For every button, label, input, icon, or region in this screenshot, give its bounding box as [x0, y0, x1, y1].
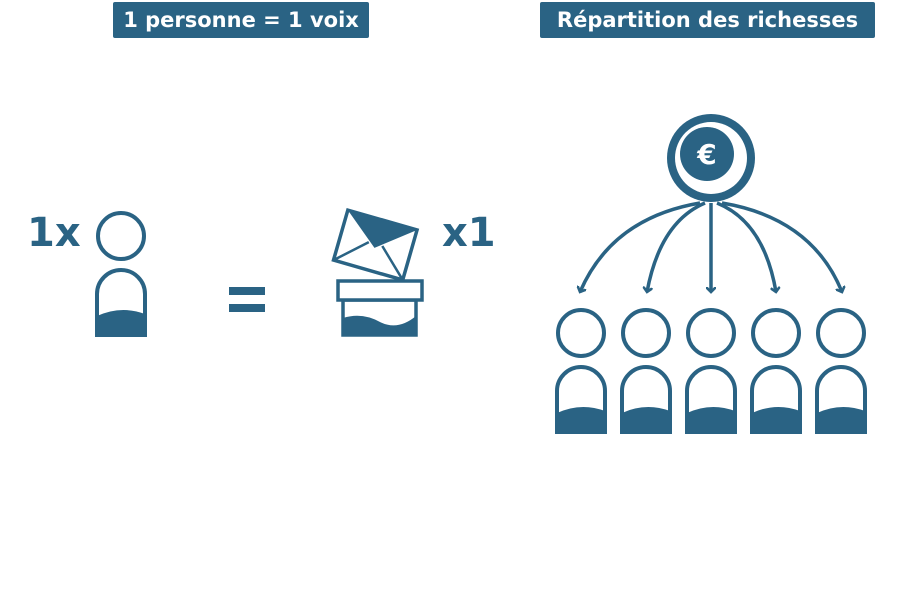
person-icon [620, 308, 672, 434]
person-icon [815, 308, 867, 434]
person-icon [750, 308, 802, 434]
ballot-multiplier: x1 [442, 210, 496, 256]
person-icon [555, 308, 607, 434]
equals-icon [229, 287, 265, 312]
person-multiplier: 1x [27, 210, 81, 256]
euro-coin-icon: € [667, 114, 755, 202]
currency-symbol: € [696, 138, 716, 171]
distribution-arrow-icon [580, 201, 842, 292]
label-wealth-distribution: Répartition des richesses [540, 2, 875, 38]
person-icon [95, 211, 147, 337]
ballot-box-icon [331, 207, 424, 337]
label-one-person-one-vote: 1 personne = 1 voix [113, 2, 369, 38]
person-icon [685, 308, 737, 434]
